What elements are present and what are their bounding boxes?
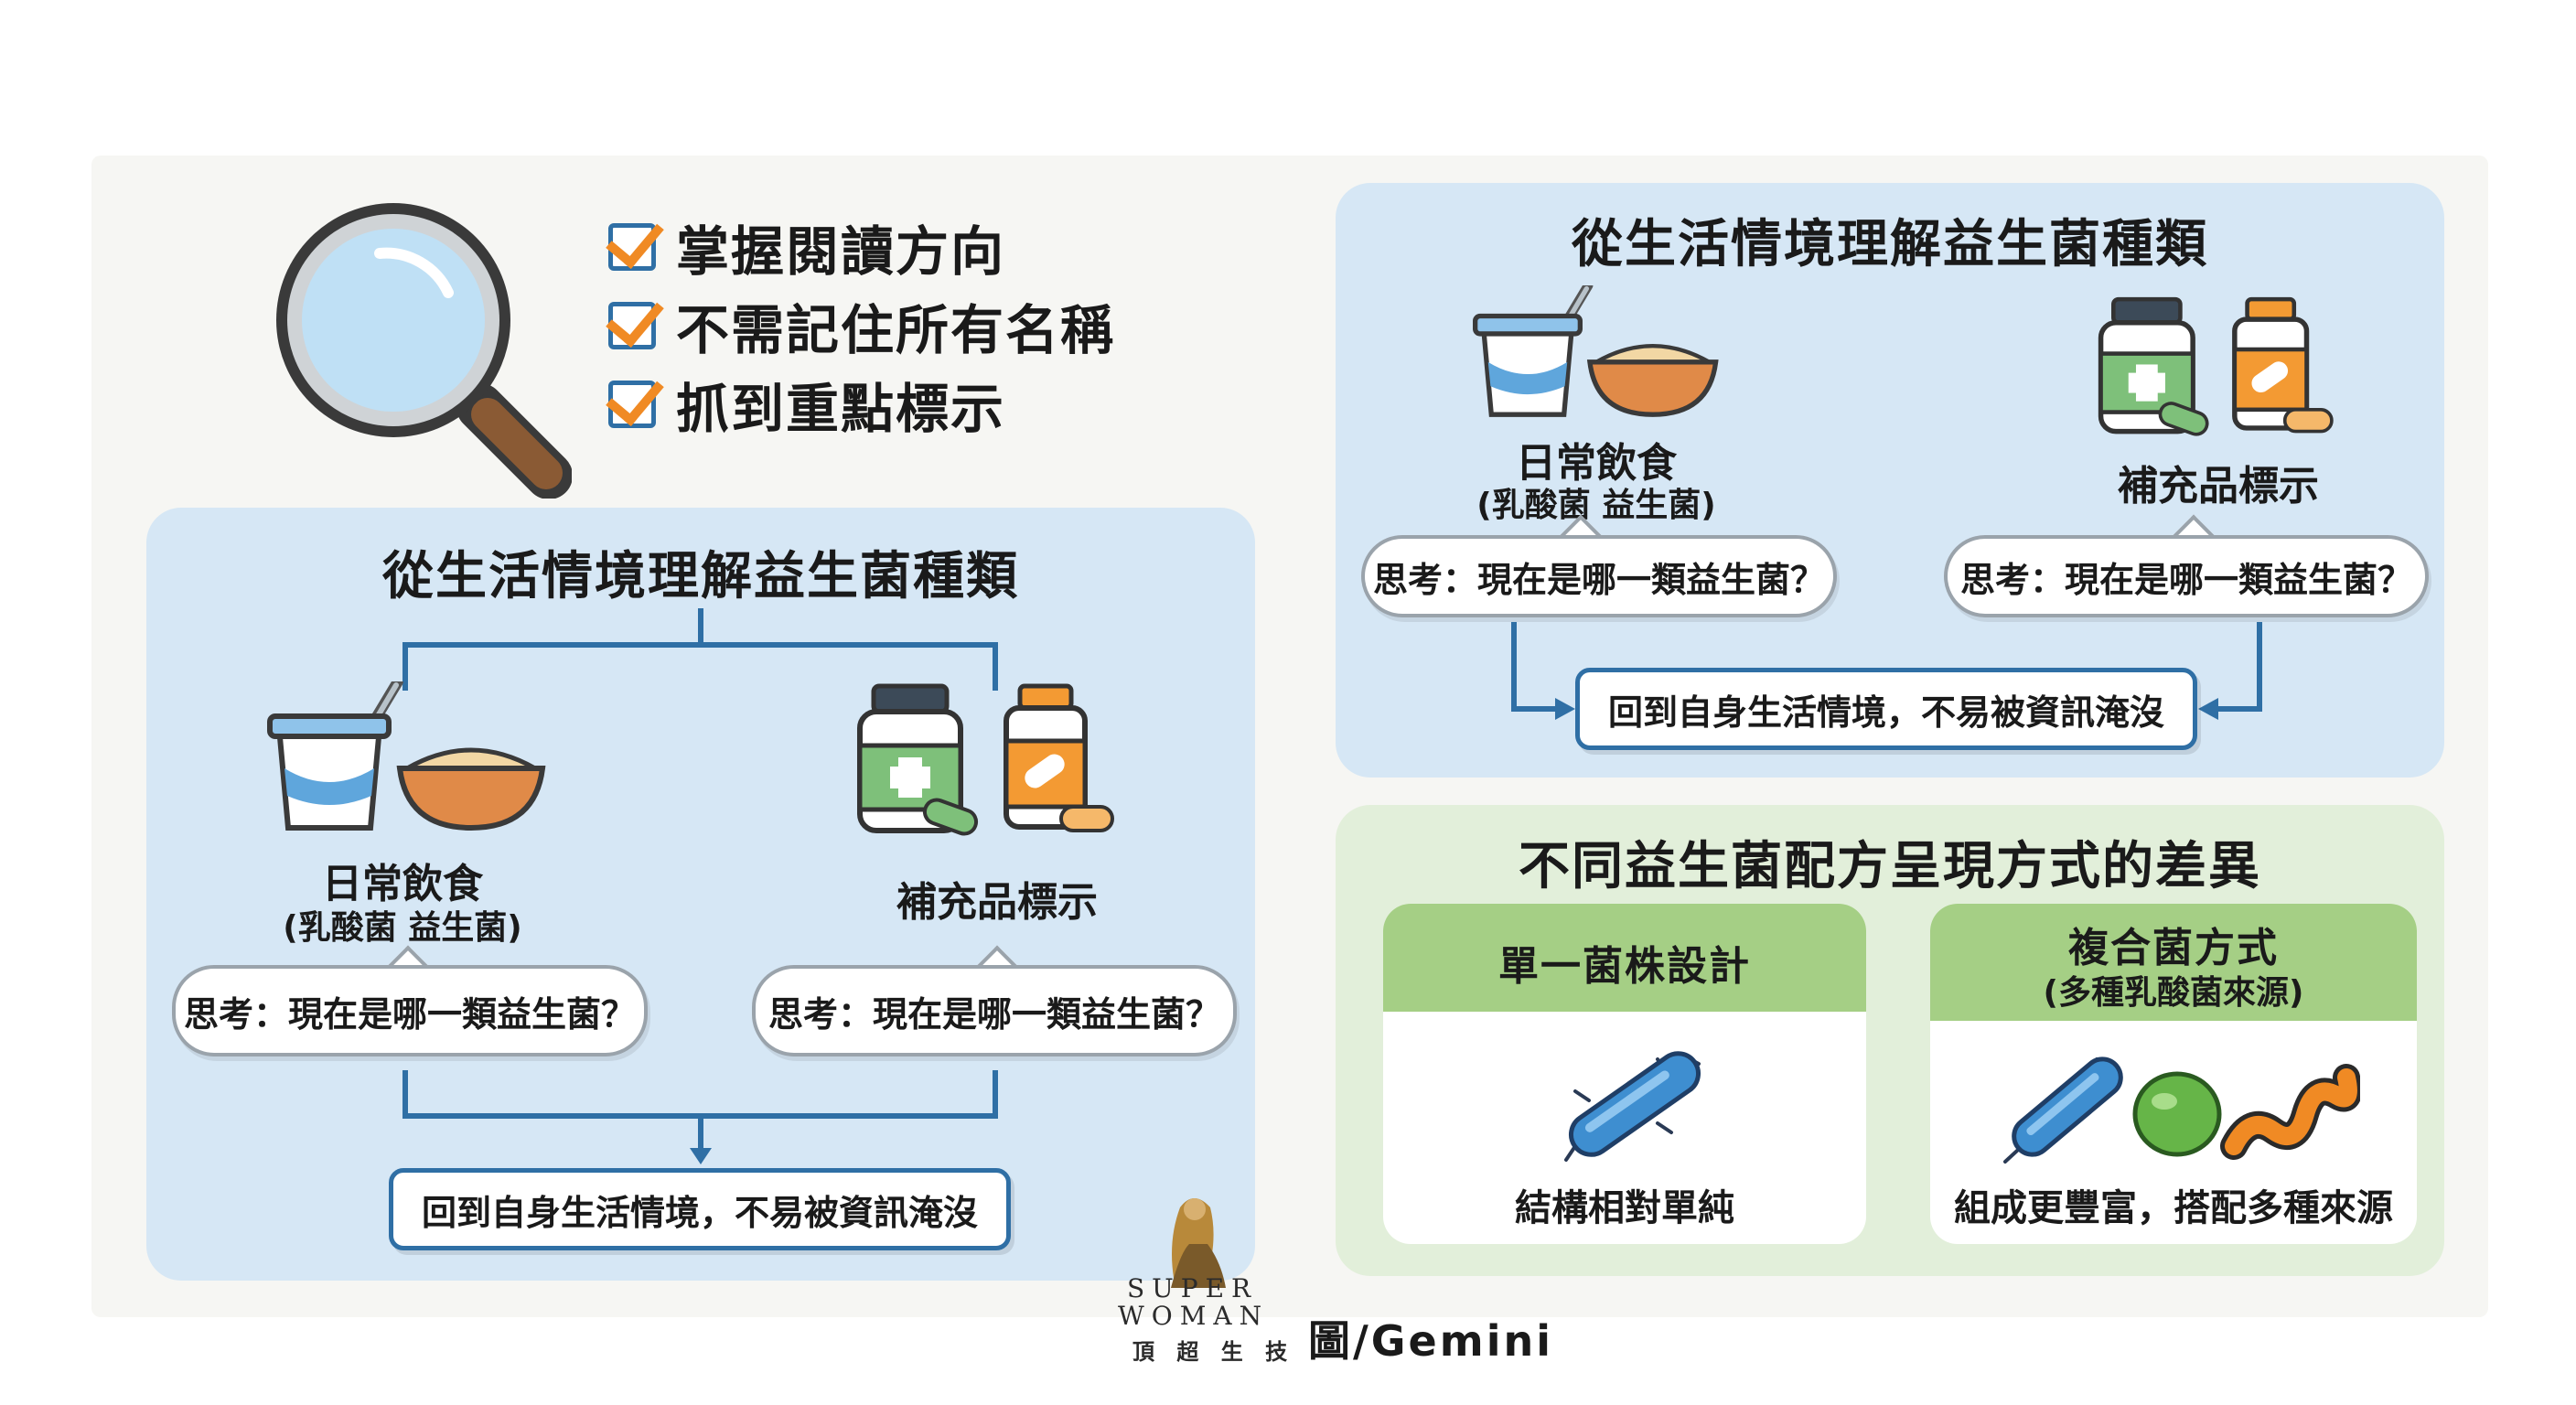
checkbox-checked-icon	[606, 365, 664, 428]
checkbox-checked-icon	[606, 286, 664, 349]
single-strain-card: 單一菌株設計 結構相對單純	[1383, 904, 1866, 1244]
thinking-bubble-right: 思考：現在是哪一類益生菌？	[752, 965, 1237, 1056]
diet-sublabel: (乳酸菌 益生菌)	[1476, 487, 1716, 524]
result-box: 回到自身生活情境，不易被資訊淹沒	[389, 1168, 1011, 1250]
checklist-text: 抓到重點標示	[676, 378, 1006, 440]
magnifying-glass-icon	[276, 203, 572, 499]
right-top-panel: 從生活情境理解益生菌種類 日常飲食 (乳酸菌 益生菌) 補充品標示 思考	[1336, 183, 2444, 778]
checklist-item-1: 掌握閱讀方向	[606, 208, 1006, 285]
rod-bacterium-icon	[1564, 1051, 1701, 1162]
checklist-text: 掌握閱讀方向	[676, 220, 1006, 283]
result-box: 回到自身生活情境，不易被資訊淹沒	[1575, 668, 2197, 750]
left-panel-title: 從生活情境理解益生菌種類	[382, 547, 1019, 606]
left-panel: 從生活情境理解益生菌種類 日常飲食 (乳酸菌 益生菌) 補充	[146, 508, 1255, 1281]
logo-line-2: WOMAN	[1118, 1301, 1270, 1331]
checklist-item-2: 不需記住所有名稱	[606, 286, 1116, 364]
card-header	[1383, 904, 1866, 1012]
diet-label: 日常飲食	[1516, 440, 1677, 487]
logo-line-1: SUPER	[1127, 1273, 1259, 1303]
diet-label: 日常飲食	[322, 861, 483, 907]
left-panel-connectors	[402, 608, 998, 1164]
logo-line-3: 頂 超 生 技	[1132, 1339, 1295, 1365]
compound-strain-title: 複合菌方式	[2068, 925, 2279, 971]
supplement-label: 補充品標示	[2118, 463, 2319, 509]
checklist-text: 不需記住所有名稱	[676, 299, 1116, 361]
thinking-bubble-left: 思考：現在是哪一類益生菌？	[172, 965, 648, 1056]
compound-strain-card: 複合菌方式 (多種乳酸菌來源) 組成更豐富，搭配多種來源	[1930, 904, 2417, 1244]
supplement-label: 補充品標示	[896, 879, 1098, 926]
single-strain-footer: 結構相對單純	[1515, 1187, 1734, 1229]
compound-strain-footer: 組成更豐富，搭配多種來源	[1954, 1187, 2393, 1229]
checkbox-checked-icon	[606, 208, 664, 271]
compound-strain-subtitle: (多種乳酸菌來源)	[2043, 974, 2304, 1012]
yogurt-and-cereal-icon	[267, 681, 546, 831]
yogurt-and-cereal-icon	[1473, 285, 1719, 417]
right-bottom-panel-title: 不同益生菌配方呈現方式的差異	[1519, 837, 2261, 896]
image-credit: 圖/Gemini	[1308, 1316, 1553, 1366]
supplement-bottles-icon	[857, 683, 1114, 836]
thinking-bubble-right: 思考：現在是哪一類益生菌？	[1944, 535, 2429, 617]
thinking-bubble-left: 思考：現在是哪一類益生菌？	[1361, 535, 1837, 617]
checklist-item-3: 抓到重點標示	[606, 365, 1006, 443]
single-strain-title: 單一菌株設計	[1498, 943, 1751, 990]
right-top-panel-title: 從生活情境理解益生菌種類	[1572, 215, 2208, 274]
right-top-panel-connectors	[1511, 622, 2262, 720]
right-bottom-panel: 不同益生菌配方呈現方式的差異 單一菌株設計 結構相對單純 複合菌方式 (多種乳酸…	[1336, 805, 2444, 1276]
diet-sublabel: (乳酸菌 益生菌)	[283, 909, 522, 947]
card-header	[1930, 904, 2417, 1021]
supplement-bottles-icon	[2098, 296, 2334, 436]
mixed-bacteria-icon	[2003, 1056, 2360, 1164]
superwoman-figure-logo	[1171, 1198, 1226, 1288]
